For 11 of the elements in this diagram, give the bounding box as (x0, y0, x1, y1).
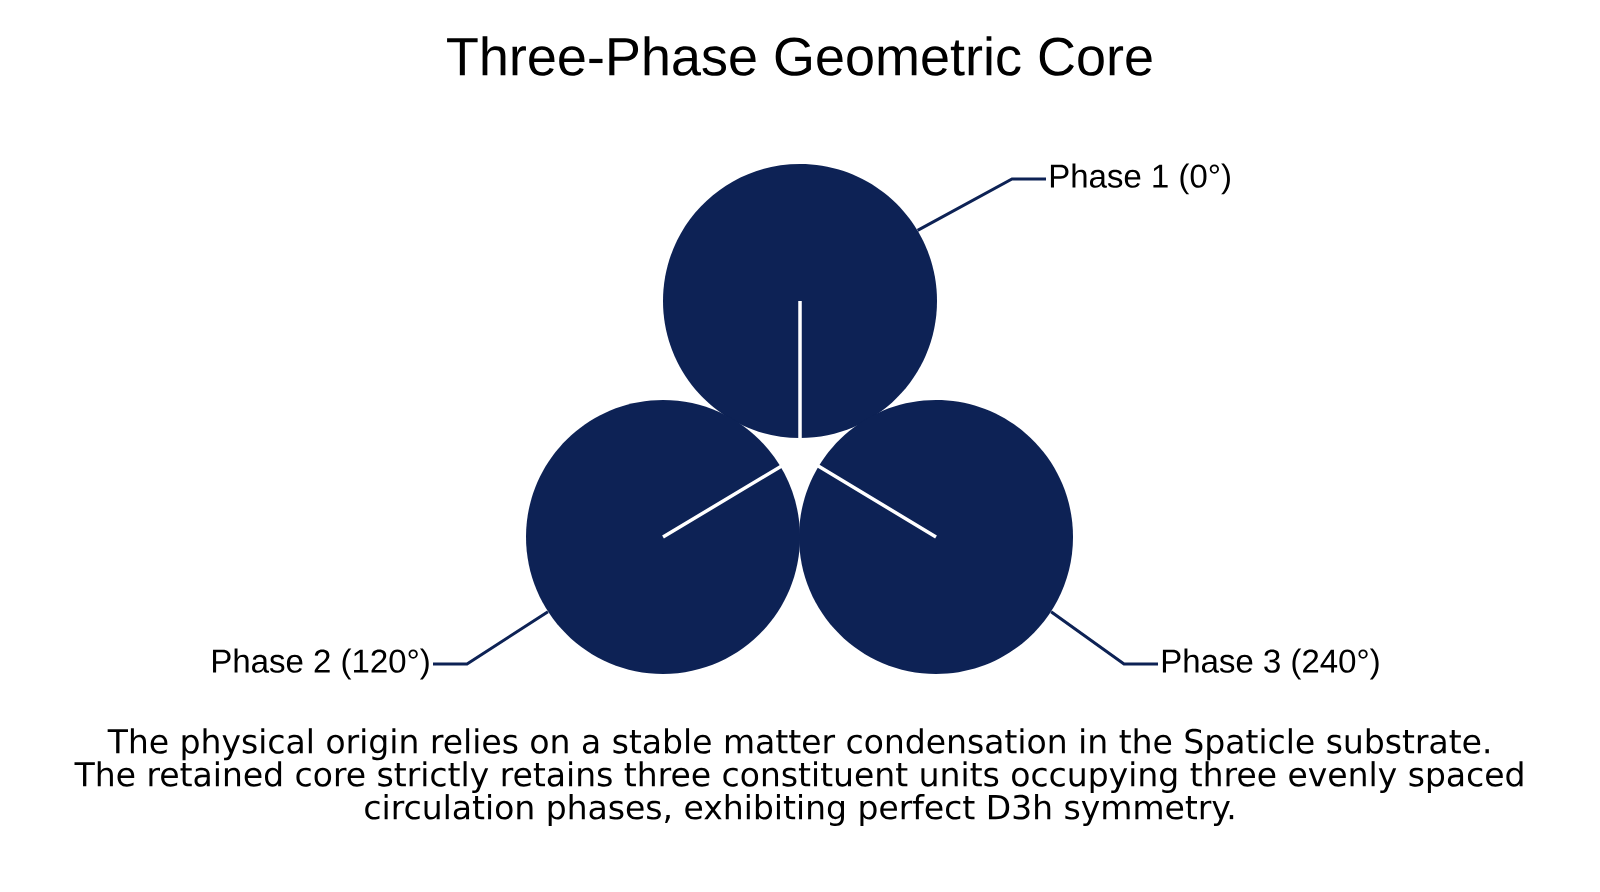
circle (663, 164, 937, 438)
caption: The physical origin relies on a stable matter condensation in the Spaticle substrate. The retained core strictly retains three constituent units occupying three evenly spaced circulation phases, exhibiting perfect D3h symmetry. (74, 728, 1523, 826)
phase-label: Phase 1 (0°) (1050, 163, 1230, 195)
phase-label: Phase 2 (120°) (213, 648, 429, 680)
leader-line (1050, 610, 1158, 666)
circle (526, 400, 800, 674)
leader-line (433, 610, 549, 666)
title: Three-Phase Geometric Core (447, 36, 1152, 76)
leader-line (916, 177, 1046, 232)
phase-label: Phase 3 (240°) (1162, 648, 1379, 680)
circle (799, 400, 1073, 674)
